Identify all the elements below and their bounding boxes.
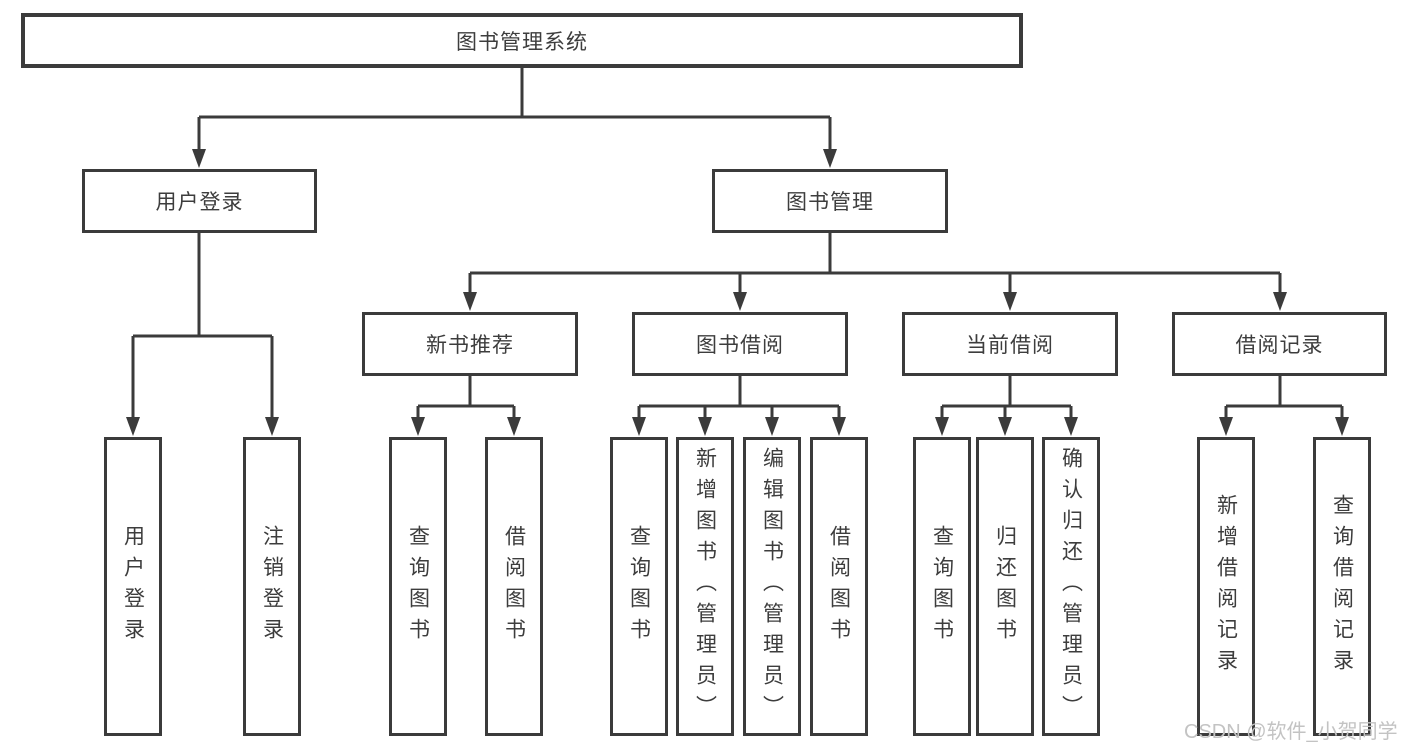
leaf-label: 用户登录 <box>121 524 145 649</box>
leaf-label: 查询图书 <box>627 524 651 649</box>
node-leaf-logout: 注销登录 <box>243 437 301 736</box>
node-book-management: 图书管理 <box>712 169 948 233</box>
node-leaf-user-login: 用户登录 <box>104 437 162 736</box>
node-root-library-system: 图书管理系统 <box>21 13 1023 68</box>
leaf-label: 新增图书（管理员） <box>693 447 717 726</box>
node-leaf-query-books-recommend: 查询图书 <box>389 437 447 736</box>
node-current-borrow: 当前借阅 <box>902 312 1118 376</box>
leaf-label: 查询图书 <box>930 524 954 649</box>
node-leaf-borrow-books: 借阅图书 <box>810 437 868 736</box>
node-leaf-add-books-admin: 新增图书（管理员） <box>676 437 734 736</box>
node-leaf-query-books-borrow: 查询图书 <box>610 437 668 736</box>
leaf-label: 注销登录 <box>260 524 284 649</box>
leaf-label: 编辑图书（管理员） <box>760 447 784 726</box>
node-new-book-recommend: 新书推荐 <box>362 312 578 376</box>
node-leaf-query-borrow-record: 查询借阅记录 <box>1313 437 1371 736</box>
leaf-label: 查询借阅记录 <box>1330 493 1354 680</box>
csdn-watermark: CSDN @软件_小贺同学 <box>1184 721 1398 743</box>
arrowheads <box>126 149 1349 436</box>
node-leaf-add-borrow-record: 新增借阅记录 <box>1197 437 1255 736</box>
node-leaf-borrow-books-recommend: 借阅图书 <box>485 437 543 736</box>
node-book-borrow: 图书借阅 <box>632 312 848 376</box>
node-user-login: 用户登录 <box>82 169 317 233</box>
leaf-label: 查询图书 <box>406 524 430 649</box>
node-borrow-records: 借阅记录 <box>1172 312 1387 376</box>
node-leaf-edit-books-admin: 编辑图书（管理员） <box>743 437 801 736</box>
node-leaf-query-books-current: 查询图书 <box>913 437 971 736</box>
node-leaf-confirm-return-admin: 确认归还（管理员） <box>1042 437 1100 736</box>
node-leaf-return-books: 归还图书 <box>976 437 1034 736</box>
leaf-label: 新增借阅记录 <box>1214 493 1238 680</box>
leaf-label: 借阅图书 <box>827 524 851 649</box>
leaf-label: 确认归还（管理员） <box>1059 447 1083 726</box>
leaf-label: 归还图书 <box>993 524 1017 649</box>
leaf-label: 借阅图书 <box>502 524 526 649</box>
